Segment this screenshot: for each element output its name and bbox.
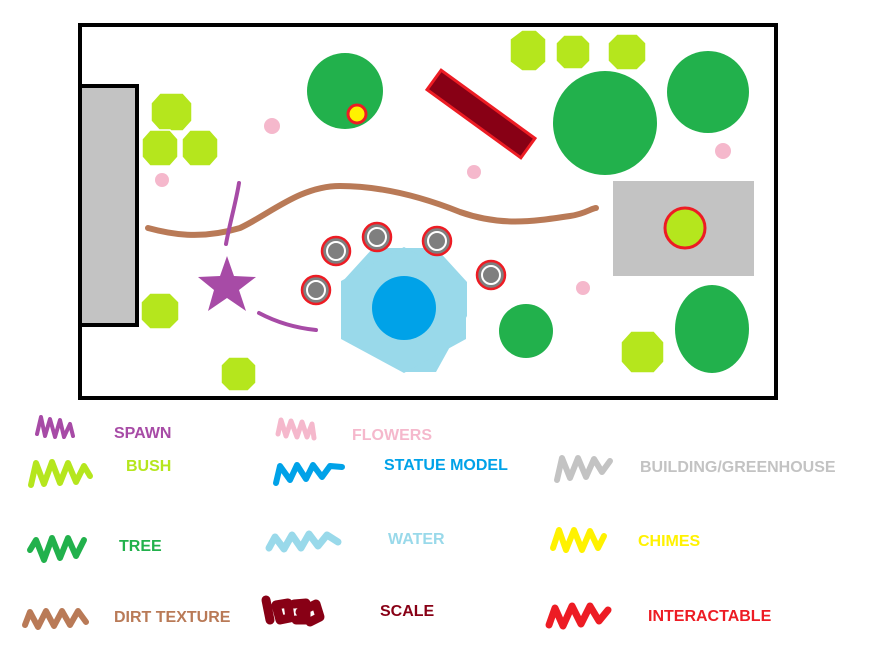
swatch-building: [554, 455, 613, 483]
legend-swatches: [22, 415, 613, 630]
stone-cores: [306, 227, 501, 300]
legend-label-flowers: FLOWERS: [352, 427, 432, 444]
bush: [150, 92, 193, 132]
swatch-spawn: [35, 415, 75, 439]
chimes-interactable: [663, 206, 707, 250]
statue-model: [372, 276, 436, 340]
bush: [141, 129, 179, 167]
swatch-statue: [273, 462, 345, 486]
bush: [607, 33, 647, 71]
bush: [140, 292, 180, 330]
swatch-tree: [27, 535, 87, 563]
spawn-stroke: [224, 181, 241, 246]
bushes: [140, 29, 665, 392]
tree: [553, 71, 657, 175]
legend-label-water: WATER: [388, 531, 445, 548]
swatch-bush: [28, 459, 93, 488]
bush: [620, 330, 665, 374]
flowers: [155, 118, 731, 295]
legend-label-building: BUILDING/GREENHOUSE: [640, 459, 836, 476]
legend-label-dirt: DIRT TEXTURE: [114, 609, 231, 626]
legend-label-scale: SCALE: [380, 603, 435, 620]
tree: [675, 285, 749, 373]
tree: [307, 53, 383, 129]
legend-label-bush: BUSH: [126, 458, 172, 475]
swatch-interact: [545, 602, 612, 630]
flower: [576, 281, 590, 295]
swatch-scale: [261, 595, 325, 627]
scale-interactable: [424, 68, 538, 160]
flower: [467, 165, 481, 179]
legend-label-tree: TREE: [119, 538, 162, 555]
flower: [155, 173, 169, 187]
legend-label-spawn: SPAWN: [114, 425, 172, 442]
spawn-star: [198, 256, 256, 311]
bush: [220, 356, 257, 392]
chimes-interactable: [346, 103, 368, 125]
building-left: [78, 84, 139, 327]
dirt-path: [145, 182, 599, 238]
spawn-stroke: [257, 311, 318, 332]
tree: [667, 51, 749, 133]
legend-label-chimes: CHIMES: [638, 533, 701, 550]
bush: [555, 34, 591, 70]
tree: [499, 304, 553, 358]
swatch-chimes: [550, 527, 607, 553]
swatch-dirt: [22, 608, 89, 630]
swatch-water: [265, 530, 342, 553]
swatch-flowers: [275, 417, 317, 441]
flower: [715, 143, 731, 159]
flower: [264, 118, 280, 134]
legend-label-statue: STATUE MODEL: [384, 457, 508, 474]
bush: [181, 129, 219, 167]
bush: [509, 29, 547, 72]
legend-label-interact: INTERACTABLE: [648, 608, 772, 625]
